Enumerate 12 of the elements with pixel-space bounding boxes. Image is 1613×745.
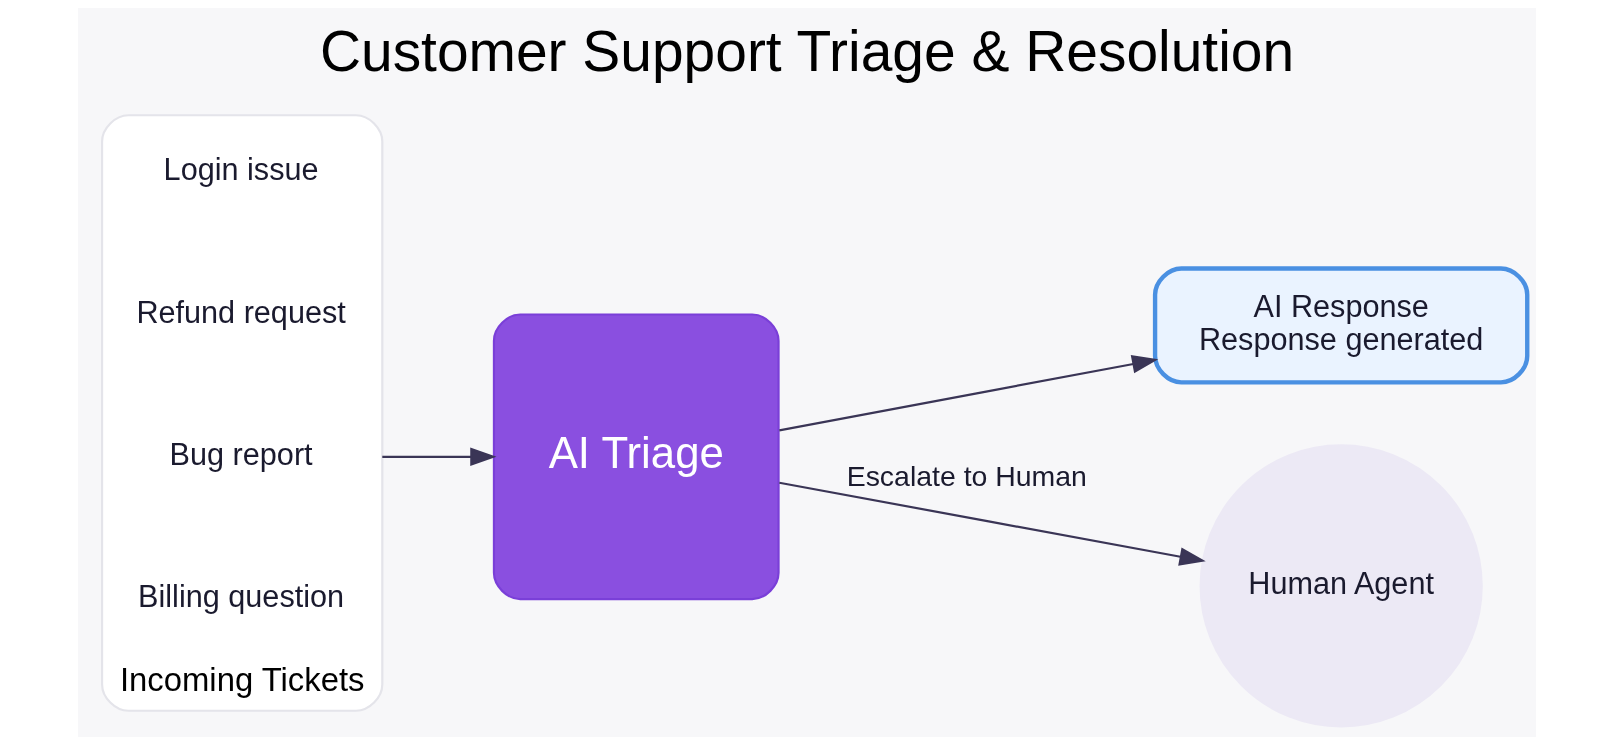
edge-label: Escalate to Human: [846, 460, 1087, 493]
node-text: Billing question: [137, 579, 344, 614]
node-box: AI Triage: [492, 313, 780, 601]
node-text: Refund request: [135, 294, 346, 329]
node-text: Bug report: [169, 436, 313, 471]
diagram-title: Customer Support Triage & Resolution: [319, 19, 1294, 84]
node-circle: Human Agent: [1199, 444, 1483, 728]
node-box: AI Response Response generated: [1152, 266, 1529, 385]
arrow: [778, 355, 1158, 432]
arrow: [778, 481, 1206, 566]
node-text: Login issue: [163, 152, 319, 187]
arrow: [381, 447, 497, 466]
